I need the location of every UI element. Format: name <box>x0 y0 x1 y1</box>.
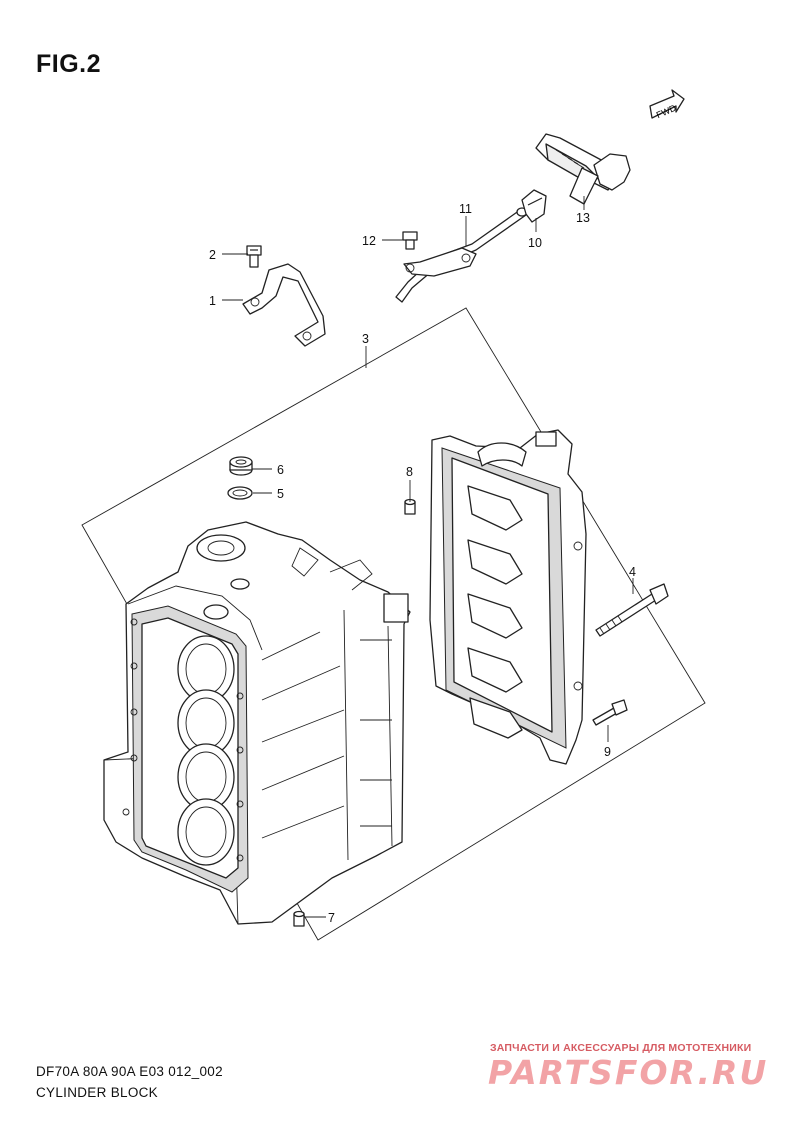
leader-lines <box>222 196 634 918</box>
bolt-part-2 <box>246 245 262 268</box>
figure-title: FIG.2 <box>36 50 102 78</box>
bolt-part-12 <box>402 231 418 250</box>
gasket-part-5 <box>227 486 253 500</box>
plug-part-6 <box>229 456 253 476</box>
callout-9: 9 <box>604 745 611 759</box>
callout-11: 11 <box>459 202 472 216</box>
bracket-part-1 <box>242 263 326 347</box>
clamp-part-10 <box>521 189 547 223</box>
hose-part-13 <box>535 133 631 205</box>
crankcase-half <box>429 429 587 765</box>
plug-part-7 <box>293 910 305 927</box>
callout-13: 13 <box>576 211 590 225</box>
callout-8: 8 <box>406 465 413 479</box>
callout-1: 1 <box>209 294 216 308</box>
fwd-arrow-icon: FWD <box>649 89 685 120</box>
pipe-part-11 <box>395 207 528 303</box>
watermark-tagline: ЗАПЧАСТИ И АКСЕССУАРЫ ДЛЯ МОТОТЕХНИКИ <box>490 1042 752 1054</box>
callout-10: 10 <box>528 236 542 250</box>
callout-4: 4 <box>629 565 636 579</box>
cylinder-block <box>103 521 411 925</box>
callout-6: 6 <box>277 463 284 477</box>
callout-5: 5 <box>277 487 284 501</box>
long-bolt-part-4 <box>595 583 669 637</box>
figure-name: CYLINDER BLOCK <box>36 1085 158 1100</box>
callout-7: 7 <box>328 911 335 925</box>
callout-2: 2 <box>209 248 216 262</box>
figure-code: DF70A 80A 90A E03 012_002 <box>36 1064 223 1079</box>
bolt-part-9 <box>592 699 628 726</box>
callout-12: 12 <box>362 234 376 248</box>
watermark-logo: PARTSFOR.RU <box>488 1053 769 1092</box>
callout-3: 3 <box>362 332 369 346</box>
